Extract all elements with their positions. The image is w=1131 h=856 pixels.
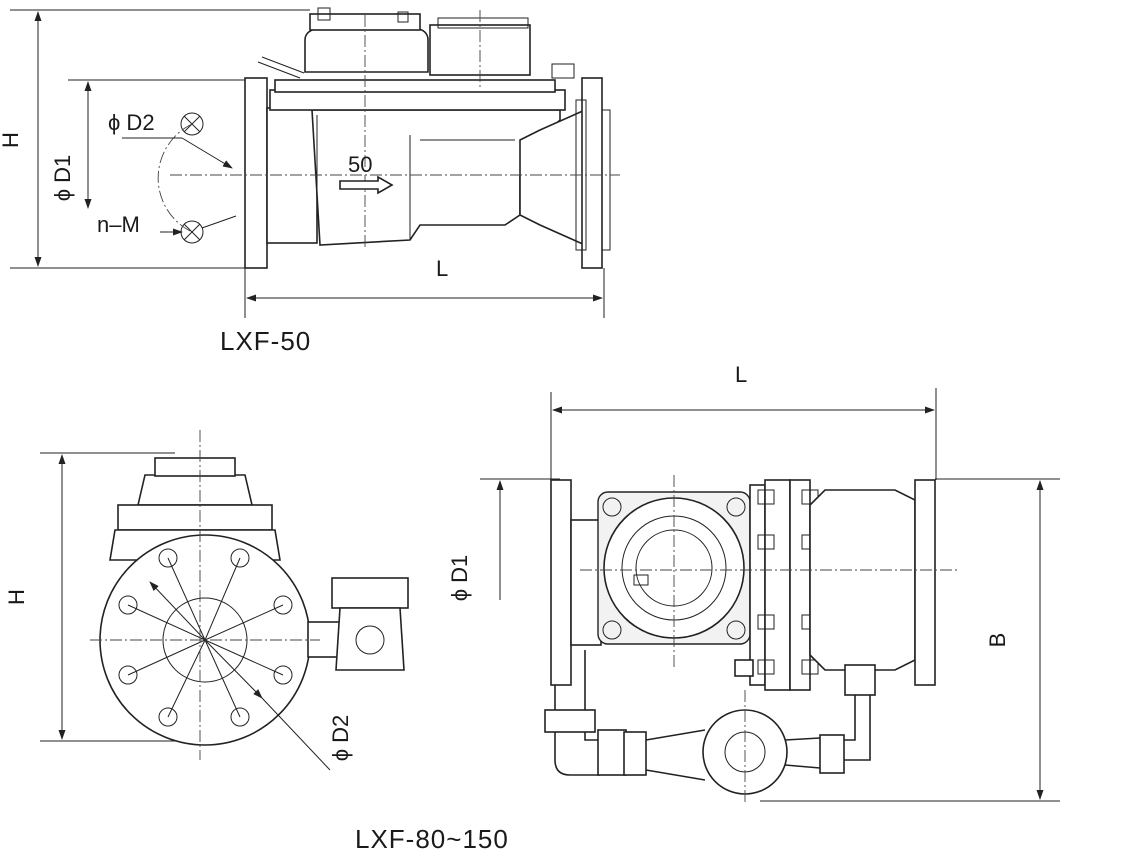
side-dim-d2-label: ϕ D2 [328,715,353,762]
plan-dim-l-label: L [735,362,747,387]
dim-h-label: H [0,132,23,148]
lxf80-plan-view: L ϕ D1 B [447,362,1060,805]
dim-d1-label: ϕ D1 [50,155,75,202]
plan-dim-b-label: B [985,633,1010,648]
lxf50-elevation-view: H ϕ D1 ϕ D2 n–M 50 L LXF-50 [0,7,620,356]
dim-nm-label: n–M [97,212,140,237]
lxf50-caption: LXF-50 [220,326,311,356]
plan-dim-d1-label: ϕ D1 [447,555,472,602]
lxf80-caption: LXF-80~150 [355,824,509,854]
dim-l-label: L [436,256,448,281]
flow-number: 50 [348,152,372,177]
side-dim-h-label: H [4,589,29,605]
lxf80-side-view: H ϕ D2 [4,430,409,771]
dim-d2-label: ϕ D2 [108,110,155,135]
